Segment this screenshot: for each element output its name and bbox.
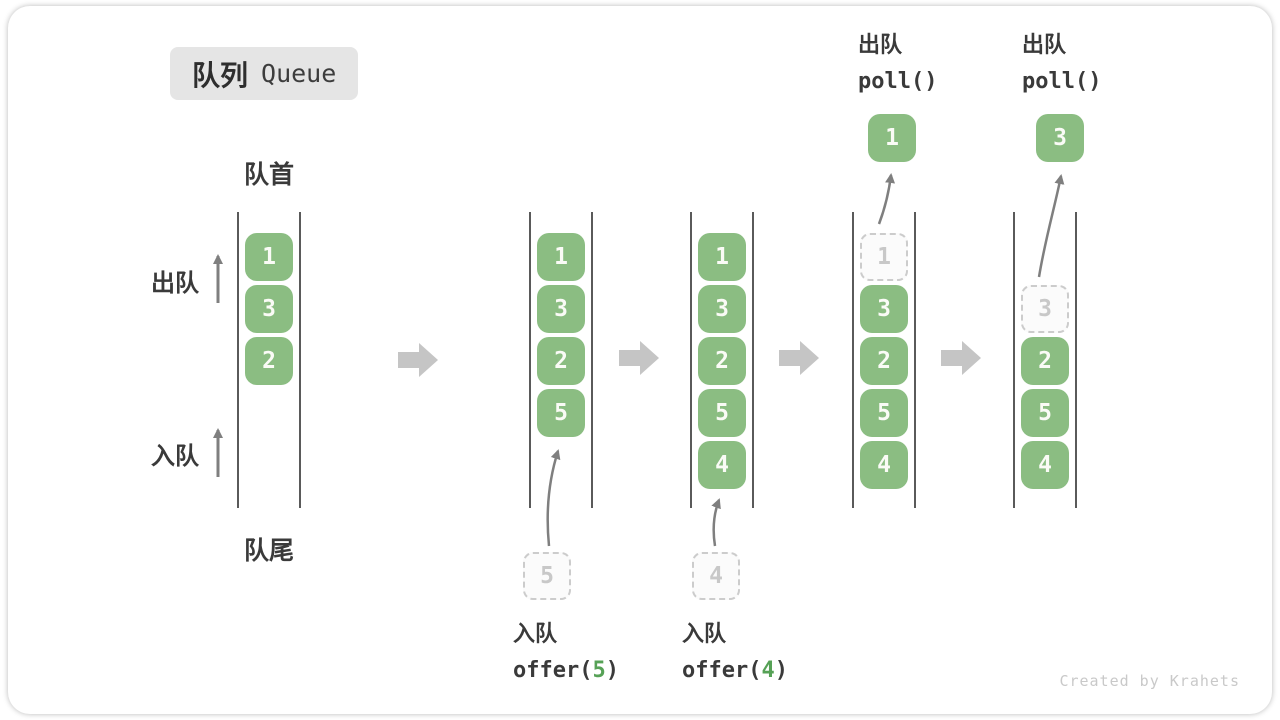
queue-cell: 2 bbox=[860, 337, 908, 385]
queue-cell: 4 bbox=[860, 441, 908, 489]
queue-cell: 3 bbox=[537, 285, 585, 333]
label-queue-rear: 队尾 bbox=[243, 537, 294, 565]
queue-cell: 4 bbox=[1021, 441, 1069, 489]
queue-cell: 1 bbox=[245, 233, 293, 281]
queue-cell: 5 bbox=[698, 389, 746, 437]
queue-cell: 3 bbox=[860, 285, 908, 333]
offer-op-label-1: 入队 offer(5) bbox=[513, 615, 619, 689]
queue-column-4 bbox=[852, 212, 916, 508]
queue-cell: 3 bbox=[245, 285, 293, 333]
poll-op-label-zh: 出队 bbox=[1022, 32, 1067, 57]
queue-column-3 bbox=[690, 212, 754, 508]
poll-op-code: poll() bbox=[1022, 69, 1102, 94]
title-en: Queue bbox=[261, 59, 337, 88]
queue-cell: 2 bbox=[698, 337, 746, 385]
queue-column-2 bbox=[529, 212, 593, 508]
offer-staging-box: 5 bbox=[523, 552, 571, 600]
queue-cell: 3 bbox=[698, 285, 746, 333]
state-transition-arrow-icon bbox=[779, 341, 819, 375]
queue-cell: 2 bbox=[245, 337, 293, 385]
queue-cell: 1 bbox=[698, 233, 746, 281]
label-dequeue-side: 出队 bbox=[151, 270, 199, 297]
title-box: 队列 Queue bbox=[170, 47, 359, 100]
poll-result-box: 3 bbox=[1036, 114, 1084, 162]
title-zh: 队列 bbox=[192, 59, 249, 91]
queue-cell: 5 bbox=[537, 389, 585, 437]
queue-cell-dashed: 1 bbox=[860, 233, 908, 281]
footer-credit: Created by Krahets bbox=[1059, 672, 1240, 690]
poll-result-box: 1 bbox=[868, 114, 916, 162]
queue-column-5 bbox=[1013, 212, 1077, 508]
poll-op-code: poll() bbox=[858, 69, 938, 94]
offer-op-label-zh: 入队 bbox=[513, 621, 558, 646]
offer-op-label-zh: 入队 bbox=[682, 621, 727, 646]
offer-staging-box: 4 bbox=[692, 552, 740, 600]
poll-op-label-2: 出队 poll() bbox=[1022, 26, 1101, 100]
queue-cell-dashed: 3 bbox=[1021, 285, 1069, 333]
state-transition-arrow-icon bbox=[398, 343, 438, 377]
queue-cell: 5 bbox=[1021, 389, 1069, 437]
state-transition-arrow-icon bbox=[941, 341, 981, 375]
poll-op-label-1: 出队 poll() bbox=[858, 26, 937, 100]
label-queue-front: 队首 bbox=[243, 161, 294, 189]
queue-cell: 1 bbox=[537, 233, 585, 281]
state-transition-arrow-icon bbox=[619, 341, 659, 375]
queue-cell: 2 bbox=[1021, 337, 1069, 385]
offer-op-label-2: 入队 offer(4) bbox=[682, 615, 788, 689]
offer-op-code: offer(5) bbox=[513, 658, 619, 683]
label-enqueue-side: 入队 bbox=[151, 443, 199, 470]
queue-cell: 5 bbox=[860, 389, 908, 437]
queue-cell: 2 bbox=[537, 337, 585, 385]
queue-cell: 4 bbox=[698, 441, 746, 489]
offer-arg: 5 bbox=[592, 658, 606, 683]
offer-arg: 4 bbox=[761, 658, 775, 683]
poll-op-label-zh: 出队 bbox=[858, 32, 903, 57]
queue-column-1 bbox=[237, 212, 301, 508]
offer-op-code: offer(4) bbox=[682, 658, 788, 683]
